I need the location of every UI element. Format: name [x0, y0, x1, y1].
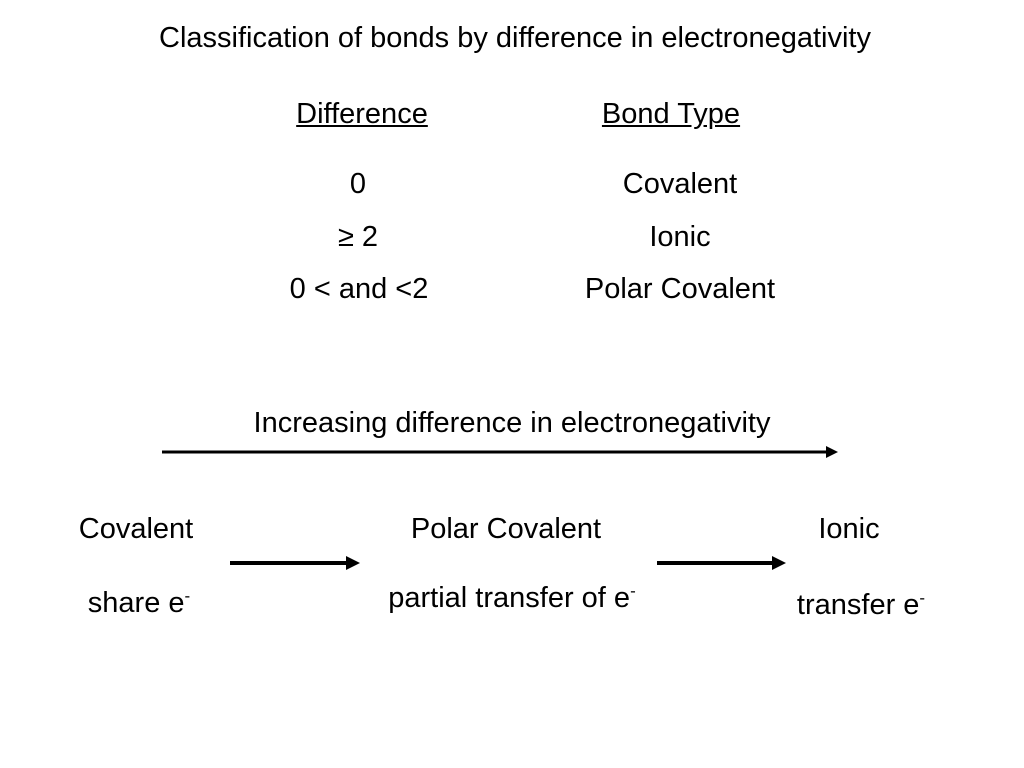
row-0-difference: 0: [349, 168, 367, 200]
header-difference: Difference: [296, 98, 428, 130]
header-bond-type: Bond Type: [601, 98, 741, 130]
polar-to-ionic-arrow-icon: [657, 556, 786, 570]
spectrum-polar-covalent-name: Polar Covalent: [410, 513, 602, 545]
spectrum-polar-covalent-description: partial transfer of e-: [388, 581, 636, 614]
row-2-bond-type: Polar Covalent: [584, 273, 776, 305]
spectrum-covalent-name: Covalent: [78, 513, 194, 545]
row-1-bond-type: Ionic: [649, 221, 711, 253]
page-title: Classification of bonds by difference in…: [159, 22, 871, 54]
spectrum-covalent-description: share e-: [87, 586, 191, 619]
row-0-bond-type: Covalent: [622, 168, 738, 200]
spectrum-ionic-name: Ionic: [818, 513, 880, 545]
spectrum-ionic-description: transfer e-: [796, 588, 926, 621]
row-2-difference: 0 < and <2: [289, 273, 429, 305]
scale-label: Increasing difference in electronegativi…: [253, 407, 771, 439]
covalent-to-polar-arrow-icon: [230, 556, 360, 570]
row-1-difference: ≥ 2: [337, 221, 379, 253]
